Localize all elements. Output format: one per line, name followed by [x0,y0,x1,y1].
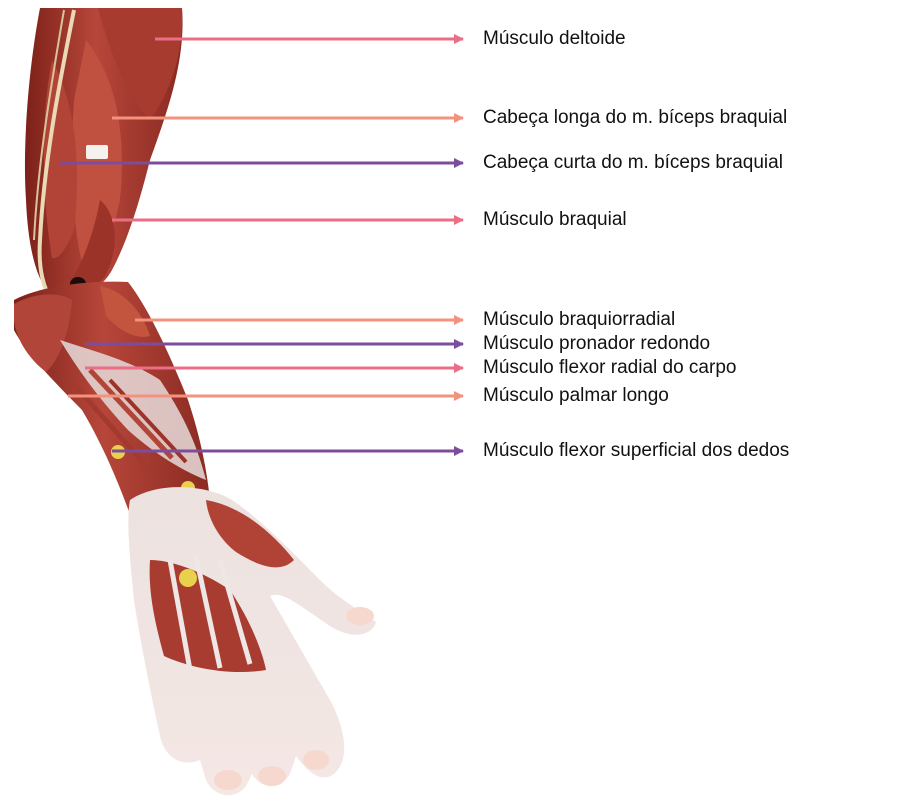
hand [128,487,376,795]
label-cabeca-longa-biceps: Cabeça longa do m. bíceps braquial [483,107,787,129]
upper-arm [25,8,183,300]
label-musculo-braquial: Músculo braquial [483,209,627,231]
forearm [14,282,210,520]
finger-nail-3 [303,750,329,770]
label-musculo-pronador-redondo: Músculo pronador redondo [483,333,710,355]
label-musculo-flexor-superficial-dedos: Músculo flexor superficial dos dedos [483,440,789,462]
label-musculo-braquiorradial: Músculo braquiorradial [483,309,675,331]
thumb-nail [346,607,374,625]
finger-nail-2 [258,766,286,786]
label-musculo-flexor-radial-carpo: Músculo flexor radial do carpo [483,357,736,379]
finger-nail-1 [214,770,242,790]
label-musculo-deltoide: Músculo deltoide [483,28,626,50]
marker-dot-3 [179,569,197,587]
label-cabeca-curta-biceps: Cabeça curta do m. bíceps braquial [483,152,783,174]
label-musculo-palmar-longo: Músculo palmar longo [483,385,669,407]
label-tag [86,145,108,159]
